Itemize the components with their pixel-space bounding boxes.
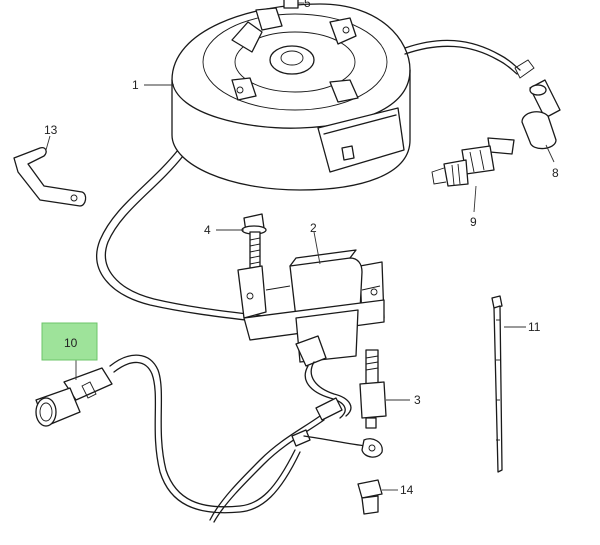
svg-text:13: 13 <box>44 123 58 137</box>
plug-cap[interactable] <box>521 79 561 150</box>
svg-text:9: 9 <box>470 215 477 229</box>
leader-lines <box>45 2 555 491</box>
callout-9: 9 <box>470 215 477 229</box>
svg-text:8: 8 <box>552 166 559 180</box>
callout-14: 14 <box>400 483 414 497</box>
callout-8: 8 <box>552 166 559 180</box>
spark-plug[interactable] <box>431 137 515 187</box>
coil-ground-wire <box>209 361 383 523</box>
svg-text:10: 10 <box>64 336 78 350</box>
svg-text:3: 3 <box>414 393 421 407</box>
callout-5: 5 <box>304 0 311 10</box>
callout-2: 2 <box>310 221 317 235</box>
stator-flywheel[interactable] <box>171 3 535 191</box>
callout-1: 1 <box>132 78 139 92</box>
stator-wire-harness <box>96 149 265 323</box>
callout-10-highlight[interactable]: 10 <box>41 322 98 361</box>
stop-switch[interactable] <box>35 367 113 427</box>
stop-switch-harness <box>109 354 301 514</box>
callout-4: 4 <box>204 223 211 237</box>
callout-13: 13 <box>44 123 58 137</box>
svg-text:2: 2 <box>310 221 317 235</box>
ignition-coil[interactable] <box>237 249 385 367</box>
svg-text:11: 11 <box>528 320 541 334</box>
svg-text:5: 5 <box>304 0 311 10</box>
bolt-4[interactable] <box>241 213 267 271</box>
spacer-stud[interactable] <box>359 349 387 429</box>
bolt-14[interactable] <box>357 479 383 515</box>
callout-3: 3 <box>414 393 421 407</box>
svg-text:4: 4 <box>204 223 211 237</box>
callout-11: 11 <box>528 320 541 334</box>
cable-tie[interactable] <box>491 295 503 473</box>
svg-text:1: 1 <box>132 78 139 92</box>
clamp[interactable] <box>13 146 87 207</box>
svg-text:14: 14 <box>400 483 414 497</box>
